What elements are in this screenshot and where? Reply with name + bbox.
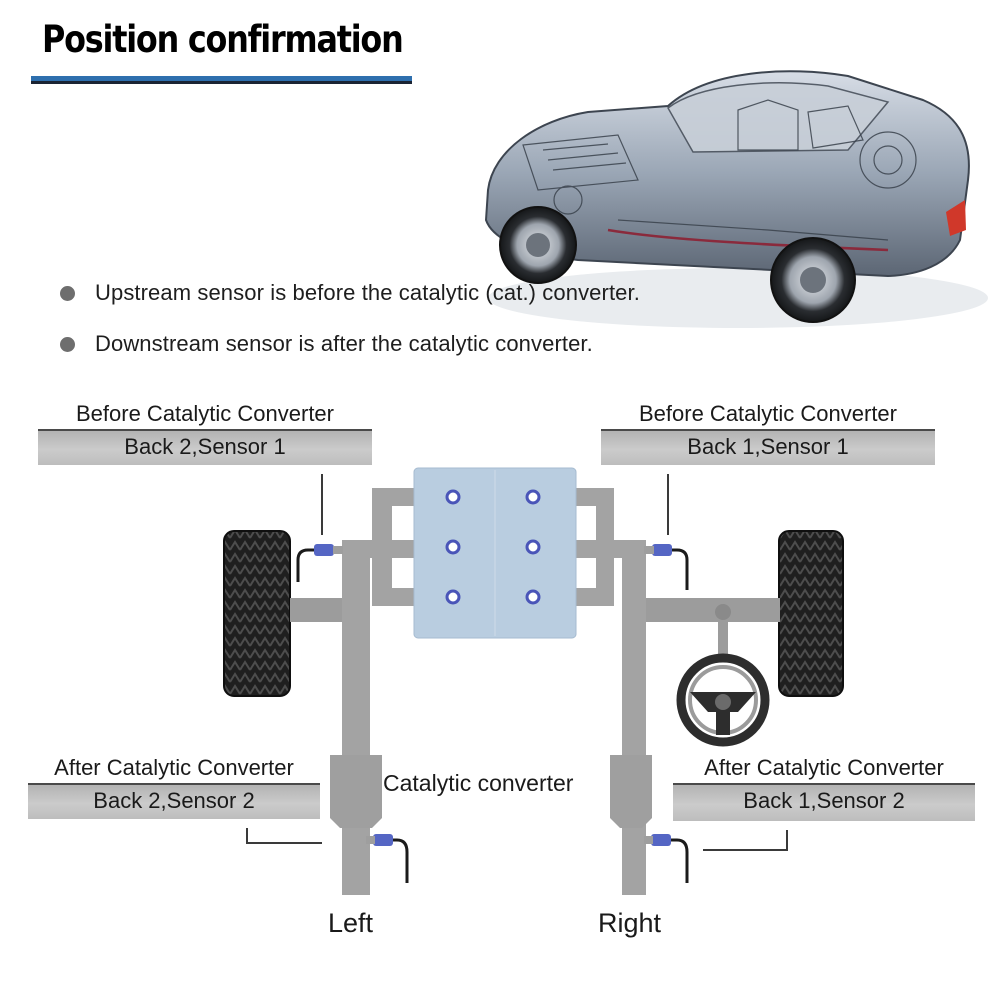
bullet-dot-icon [60, 285, 75, 301]
label-after-cat-bank2: After Catalytic Converter Back 2,Sensor … [28, 752, 320, 819]
left-catalytic-converter [330, 755, 382, 828]
tire-icon [223, 530, 291, 697]
right-catalytic-converter [610, 755, 652, 828]
bullet-text: Upstream sensor is before the catalytic … [95, 280, 640, 305]
left-exhaust-pipe [342, 488, 416, 895]
bullet-item-downstream: Downstream sensor is after the catalytic… [60, 330, 593, 358]
leader-lines [246, 474, 788, 851]
label-heading: After Catalytic Converter [673, 752, 975, 785]
oxygen-sensor-icon [644, 834, 689, 883]
engine-block [413, 467, 577, 639]
label-before-cat-bank1: Before Catalytic Converter Back 1,Sensor… [601, 398, 935, 465]
bullet-item-upstream: Upstream sensor is before the catalytic … [60, 279, 640, 307]
right-exhaust-pipe [574, 488, 646, 895]
label-sensor: Back 1,Sensor 2 [673, 785, 975, 821]
label-sensor: Back 2,Sensor 2 [28, 785, 320, 819]
oxygen-sensor-icon [366, 834, 409, 883]
oxygen-sensor-icon [296, 544, 343, 582]
page-title: Position confirmation [42, 18, 404, 61]
label-heading: Before Catalytic Converter [38, 398, 372, 431]
tire-icon [778, 530, 844, 697]
steering-wheel-icon [676, 604, 770, 747]
car-illustration [484, 70, 988, 328]
label-sensor: Back 1,Sensor 1 [601, 431, 935, 465]
catalytic-converter-label: Catalytic converter [383, 770, 574, 796]
label-after-cat-bank1: After Catalytic Converter Back 1,Sensor … [673, 752, 975, 821]
oxygen-sensor-icon [644, 544, 689, 590]
bullet-dot-icon [60, 336, 75, 352]
side-label-left: Left [328, 908, 374, 938]
label-sensor: Back 2,Sensor 1 [38, 431, 372, 465]
label-heading: After Catalytic Converter [28, 752, 320, 785]
label-before-cat-bank2: Before Catalytic Converter Back 2,Sensor… [38, 398, 372, 465]
side-label-right: Right [598, 908, 662, 938]
title-underline [31, 76, 412, 84]
bullet-text: Downstream sensor is after the catalytic… [95, 331, 593, 356]
right-axle [640, 598, 780, 622]
label-heading: Before Catalytic Converter [601, 398, 935, 431]
